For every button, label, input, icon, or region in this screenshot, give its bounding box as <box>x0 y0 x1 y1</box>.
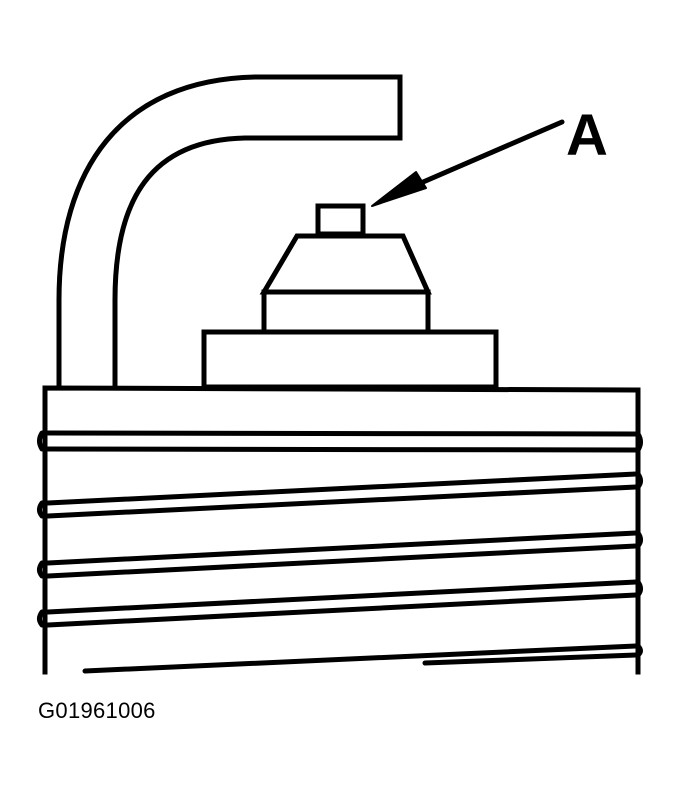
threads <box>37 430 643 674</box>
callout-arrow <box>371 119 565 207</box>
figure-caption: G01961006 <box>38 698 156 723</box>
insulator-cylinder <box>261 289 431 335</box>
insulator-taper <box>259 233 432 295</box>
insulator-base <box>201 329 499 390</box>
callout-label-a: A <box>566 103 608 168</box>
shell-body <box>42 385 641 675</box>
center-electrode-tip <box>315 203 366 237</box>
ground-electrode <box>56 74 403 389</box>
